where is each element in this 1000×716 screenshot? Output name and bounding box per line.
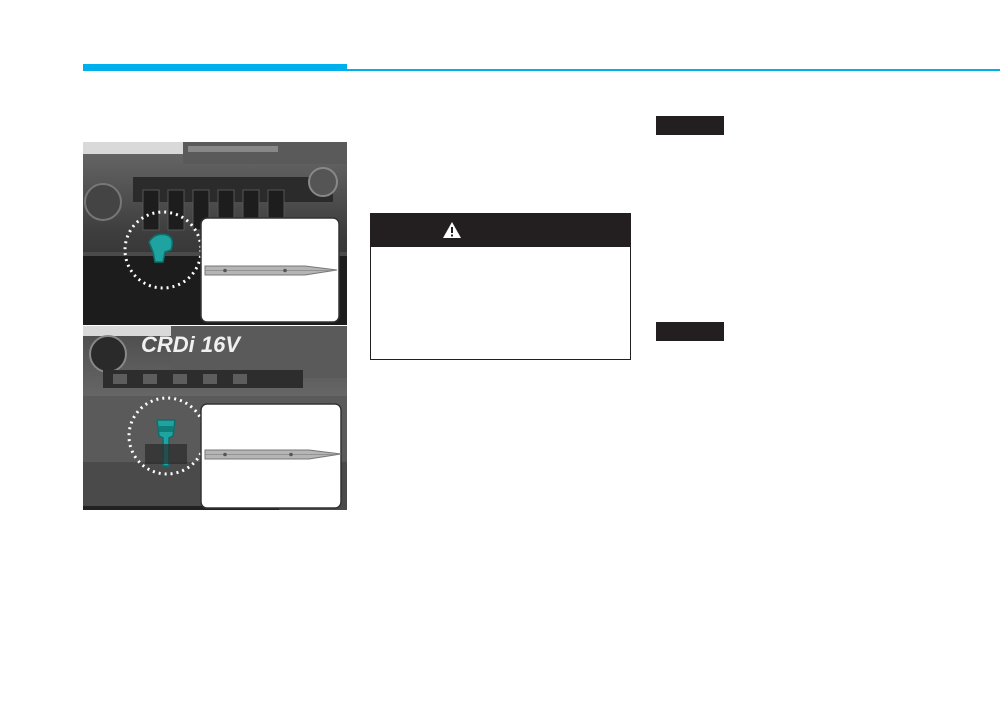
warning-box — [370, 213, 631, 360]
engine-bay-illustration-bottom: CRDi 16V — [83, 326, 347, 510]
notice-tag-second — [656, 322, 724, 341]
engine-dipstick-figure-bottom: CRDi 16V — [83, 326, 347, 510]
warning-triangle-icon — [443, 222, 461, 238]
section-header-bar-thick — [83, 64, 347, 71]
notice-tag-first — [656, 116, 724, 135]
dipstick-blade-top — [204, 265, 338, 276]
engine-dipstick-figure-top — [83, 142, 347, 325]
dipstick-handle-bottom — [156, 419, 176, 467]
engine-cover-text: CRDi 16V — [141, 332, 242, 357]
warning-header — [371, 214, 630, 247]
section-header-line — [347, 69, 1000, 71]
dipstick-handle-top — [148, 233, 174, 263]
engine-bay-illustration-top — [83, 142, 347, 325]
dipstick-blade-bottom — [204, 449, 342, 460]
